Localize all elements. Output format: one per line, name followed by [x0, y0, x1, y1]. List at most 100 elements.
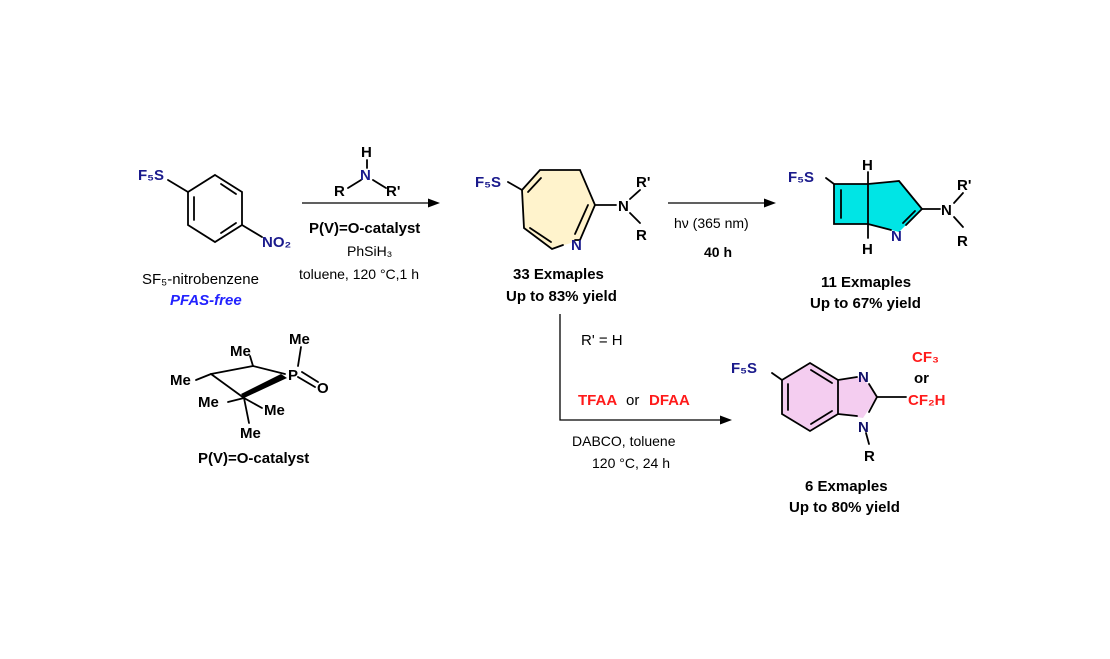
azepine-double-bond — [527, 177, 542, 193]
wedge-bond — [241, 374, 287, 398]
amine-r-prime-label: R' — [386, 183, 400, 200]
imidazole-bond — [868, 396, 878, 413]
catalyst-me-bottom-label: Me — [240, 425, 261, 442]
arrow-step-2 — [668, 198, 776, 208]
bicycle-r-prime-label: R' — [957, 177, 971, 194]
step1-conditions-label: toluene, 120 °C,1 h — [299, 266, 419, 282]
azepine-ring-n-label: N — [571, 237, 582, 254]
step2-light-label: hν (365 nm) — [674, 215, 749, 231]
p-me-bond — [297, 346, 302, 367]
catalyst-o-label: O — [317, 380, 329, 397]
azepine-structure: F₅S N N R' R — [475, 169, 650, 254]
benzimidazole-n-top-label: N — [858, 369, 869, 386]
bicyclic-structure: F₅S H H N N R' R — [788, 157, 971, 258]
step2-time-label: 40 h — [704, 244, 732, 260]
azepine-sf5-label: F₅S — [475, 174, 501, 191]
imidazole-fill — [838, 377, 877, 418]
n-r-prime-bond — [953, 192, 964, 204]
catalyst-me-top-label: Me — [289, 331, 310, 348]
benzene-fill — [782, 363, 838, 431]
bicycle-r-label: R — [957, 233, 968, 250]
step3-conditions-label: 120 °C, 24 h — [592, 455, 670, 471]
start-material-name: SF₅-nitrobenzene — [142, 271, 259, 288]
p-o-double-bond — [301, 371, 319, 383]
arrow-step-1 — [302, 198, 440, 208]
me-left-bond — [195, 373, 212, 381]
imidazole-bond — [837, 413, 858, 417]
azepine-c-s-bond — [507, 181, 523, 191]
ring-bond — [210, 373, 245, 399]
catalyst-label: P(V)=O-catalyst — [198, 450, 309, 467]
n-r-prime-bond — [629, 189, 641, 200]
step3-condition-label: R' = H — [581, 332, 623, 349]
azepine-cn-double-bond — [574, 204, 589, 235]
benzimidazole-n-bottom-label: N — [858, 419, 869, 436]
bicycle-examples-label: 11 Exmaples — [821, 274, 911, 291]
benzimidazole-yield-label: Up to 80% yield — [789, 499, 900, 516]
me-right-bond — [243, 397, 263, 409]
n-r-prime-bond — [372, 179, 387, 189]
imidazole-cn-double-bond — [868, 383, 878, 398]
bicycle-h-bottom-label: H — [862, 241, 873, 258]
catalyst-structure: Me Me Me Me Me Me P O — [170, 331, 329, 442]
azepine-yield-label: Up to 83% yield — [506, 288, 617, 305]
catalyst-me-upper-label: Me — [230, 343, 251, 360]
tfaa-label: TFAA — [578, 392, 617, 409]
benzimidazole-c-s-bond — [771, 372, 783, 381]
bicycle-amine-n-label: N — [941, 202, 952, 219]
benzene-double-bond — [810, 369, 833, 384]
catalyst-p-label: P — [288, 367, 298, 384]
ring-double-bond — [220, 183, 237, 195]
c-n-bond — [241, 224, 263, 238]
p-o-double-bond — [297, 376, 316, 388]
azepine-r-label: R — [636, 227, 647, 244]
pyrroline-ring-bond — [867, 223, 892, 231]
benzene-double-bond — [810, 410, 833, 425]
step1-silane-label: PhSiH₃ — [347, 243, 392, 259]
bicycle-ring-n-label: N — [891, 228, 902, 245]
step1-catalyst-label: P(V)=O-catalyst — [309, 220, 420, 237]
catalyst-me-left-label: Me — [170, 372, 191, 389]
ring-double-bond — [220, 222, 237, 234]
catalyst-me-right-label: Me — [264, 402, 285, 419]
benzimidazole-or-label: or — [914, 370, 929, 387]
cyclobutene-fill — [834, 184, 868, 224]
catalyst-me-mid-label: Me — [198, 394, 219, 411]
n-r-bond — [347, 179, 362, 189]
benzene-ring — [187, 173, 243, 244]
bicycle-yield-label: Up to 67% yield — [810, 295, 921, 312]
dfaa-label: DFAA — [649, 392, 690, 409]
imidazole-bond — [837, 376, 858, 381]
me-mid-bond — [227, 397, 245, 403]
nitro-group-label: NO₂ — [262, 234, 291, 251]
sf5-group-label: F₅S — [138, 167, 164, 184]
ring-bond — [210, 365, 254, 375]
pyrroline-cn-double-bond — [902, 210, 916, 224]
c-s-bond — [167, 179, 189, 193]
amine-reagent-structure: H N R R' — [334, 144, 400, 200]
azepine-amine-n-label: N — [618, 198, 629, 215]
benzimidazole-sf5-label: F₅S — [731, 360, 757, 377]
azepine-ring-fill — [522, 170, 595, 249]
cf2h-label: CF₂H — [908, 392, 946, 409]
amine-h-label: H — [361, 144, 372, 161]
pyrroline-ring — [867, 180, 924, 226]
arrow-step-3 — [559, 314, 732, 425]
azepine-ring — [521, 169, 596, 251]
amine-n-label: N — [360, 167, 371, 184]
step3-base-label: DABCO, toluene — [572, 433, 676, 449]
ring-bond-p — [252, 365, 286, 375]
benzimidazole-structure: F₅S N N R CF₃ or CF₂H — [731, 349, 946, 465]
azepine-r-prime-label: R' — [636, 174, 650, 191]
me-bottom-bond — [243, 397, 250, 424]
benzimidazole-r-label: R — [864, 448, 875, 465]
pyrroline-fill — [868, 181, 922, 232]
bicycle-c-s-bond — [825, 177, 835, 185]
amine-r-label: R — [334, 183, 345, 200]
benzimidazole-examples-label: 6 Exmaples — [805, 478, 888, 495]
bicycle-h-top-label: H — [862, 157, 873, 174]
n-r-bond — [865, 432, 870, 445]
step3-or-label: or — [626, 392, 639, 409]
n-r-bond — [629, 212, 641, 224]
